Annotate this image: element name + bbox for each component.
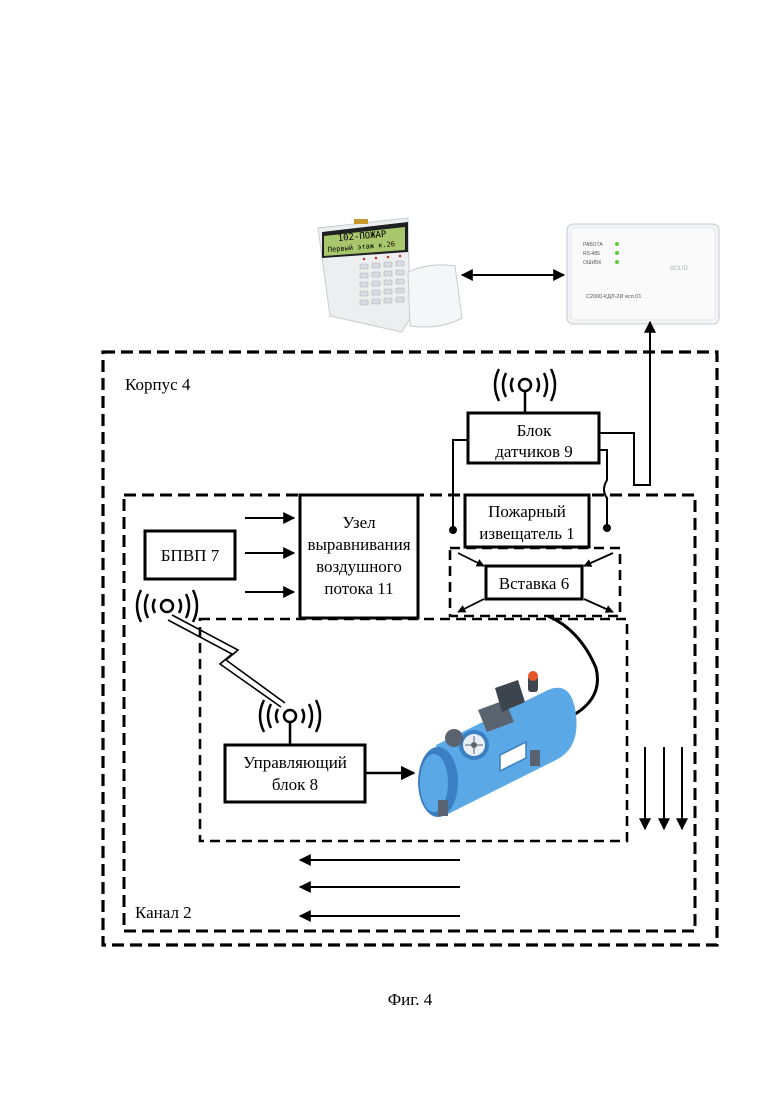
bpvp-label: БПВП 7 (161, 546, 220, 565)
channel-label: Канал 2 (135, 903, 192, 922)
airflow-node-line4: потока 11 (324, 579, 393, 598)
wireless-link-icon (172, 615, 285, 703)
led-label-error: ОШИБК (583, 260, 601, 266)
channel-return-arrows (300, 860, 460, 916)
keypad-logo (354, 219, 368, 224)
control-unit-line1: Управляющий (243, 753, 347, 772)
led-label-rs485: RS-485 (583, 251, 600, 257)
keypad-device: 102-ПОЖАР Первый этаж к.26 (318, 218, 462, 332)
sensor-block: Блок датчиков 9 (468, 413, 599, 463)
insert-label: Вставка 6 (499, 574, 569, 593)
fire-detector-line1: Пожарный (488, 502, 566, 521)
airflow-input-arrows (245, 518, 294, 592)
led-label-work: РАБОТА (583, 242, 603, 248)
channel-down-arrows (645, 747, 682, 829)
compressor-illustration (418, 616, 597, 817)
antenna-icon (137, 590, 197, 622)
controller-brand-logo: BOLID (670, 266, 689, 272)
insert-block: Вставка 6 (486, 566, 582, 599)
airflow-node-line1: Узел (342, 513, 376, 532)
sensor-block-line1: Блок (517, 421, 553, 440)
controller-model-label: С2000-КДЛ-2И исп.01 (586, 294, 641, 300)
control-unit-block: Управляющий блок 8 (225, 745, 365, 802)
led-rs485 (615, 251, 619, 255)
figure-caption: Фиг. 4 (388, 990, 433, 1009)
led-error (615, 260, 619, 264)
antenna-icon (495, 369, 555, 413)
keypad-flap (408, 265, 462, 327)
airflow-node-block: Узел выравнивания воздушного потока 11 (300, 495, 418, 618)
fire-detector: Пожарный извещатель 1 (465, 495, 589, 547)
airflow-node-line2: выравнивания (307, 535, 410, 554)
antenna-icon (260, 700, 320, 745)
housing-label: Корпус 4 (125, 375, 191, 394)
sensor-lead-right-dot (603, 524, 611, 532)
housing-boundary (103, 352, 717, 945)
controller-device: РАБОТА RS-485 ОШИБК С2000-КДЛ-2И исп.01 … (567, 224, 719, 324)
led-work (615, 242, 619, 246)
sensor-lead-left-dot (449, 526, 457, 534)
sensor-block-line2: датчиков 9 (495, 442, 573, 461)
control-unit-line2: блок 8 (272, 775, 318, 794)
fire-detector-line2: извещатель 1 (479, 524, 574, 543)
bpvp-block: БПВП 7 (145, 531, 235, 579)
airflow-node-line3: воздушного (316, 557, 402, 576)
